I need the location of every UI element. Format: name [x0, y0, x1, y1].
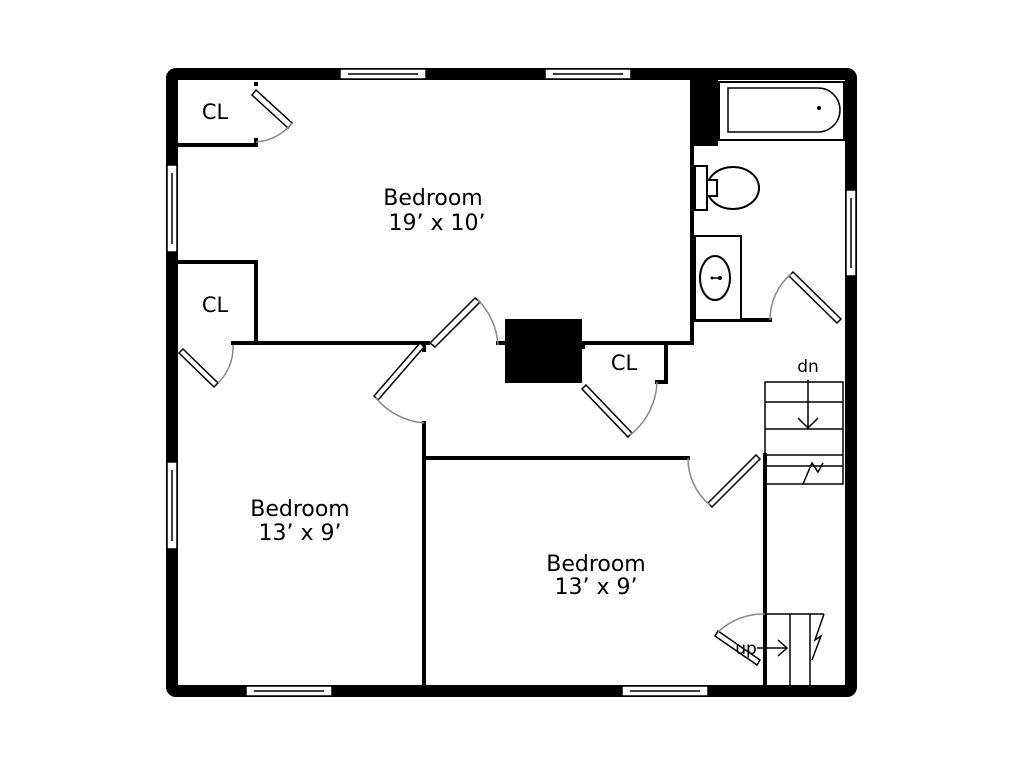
- chimney: [505, 319, 582, 383]
- windows: [166, 68, 857, 697]
- stairs-up-label: up: [735, 639, 757, 659]
- closet-top-label: CL: [202, 100, 229, 124]
- bedroom-left-dims: 13’ x 9’: [259, 521, 342, 546]
- interior-walls: [176, 78, 772, 688]
- bedroom-right-name: Bedroom: [546, 552, 646, 577]
- bedroom-right-dims: 13’ x 9’: [555, 575, 638, 600]
- stairs: [757, 380, 844, 686]
- toilet-tank: [694, 165, 708, 211]
- bathroom-fixtures: [694, 81, 845, 321]
- bedroom-top-dims: 19’ x 10’: [389, 211, 486, 236]
- closet-left-label: CL: [202, 293, 229, 317]
- bath-wall-block: [693, 80, 718, 146]
- outer-wall: [166, 68, 857, 697]
- bedroom-top-name: Bedroom: [383, 186, 483, 211]
- stairs-down-label: dn: [797, 357, 819, 377]
- bedroom-left-name: Bedroom: [250, 497, 350, 522]
- doors: [177, 88, 843, 667]
- bathtub: [718, 81, 845, 141]
- closet-hall-label: CL: [611, 351, 638, 375]
